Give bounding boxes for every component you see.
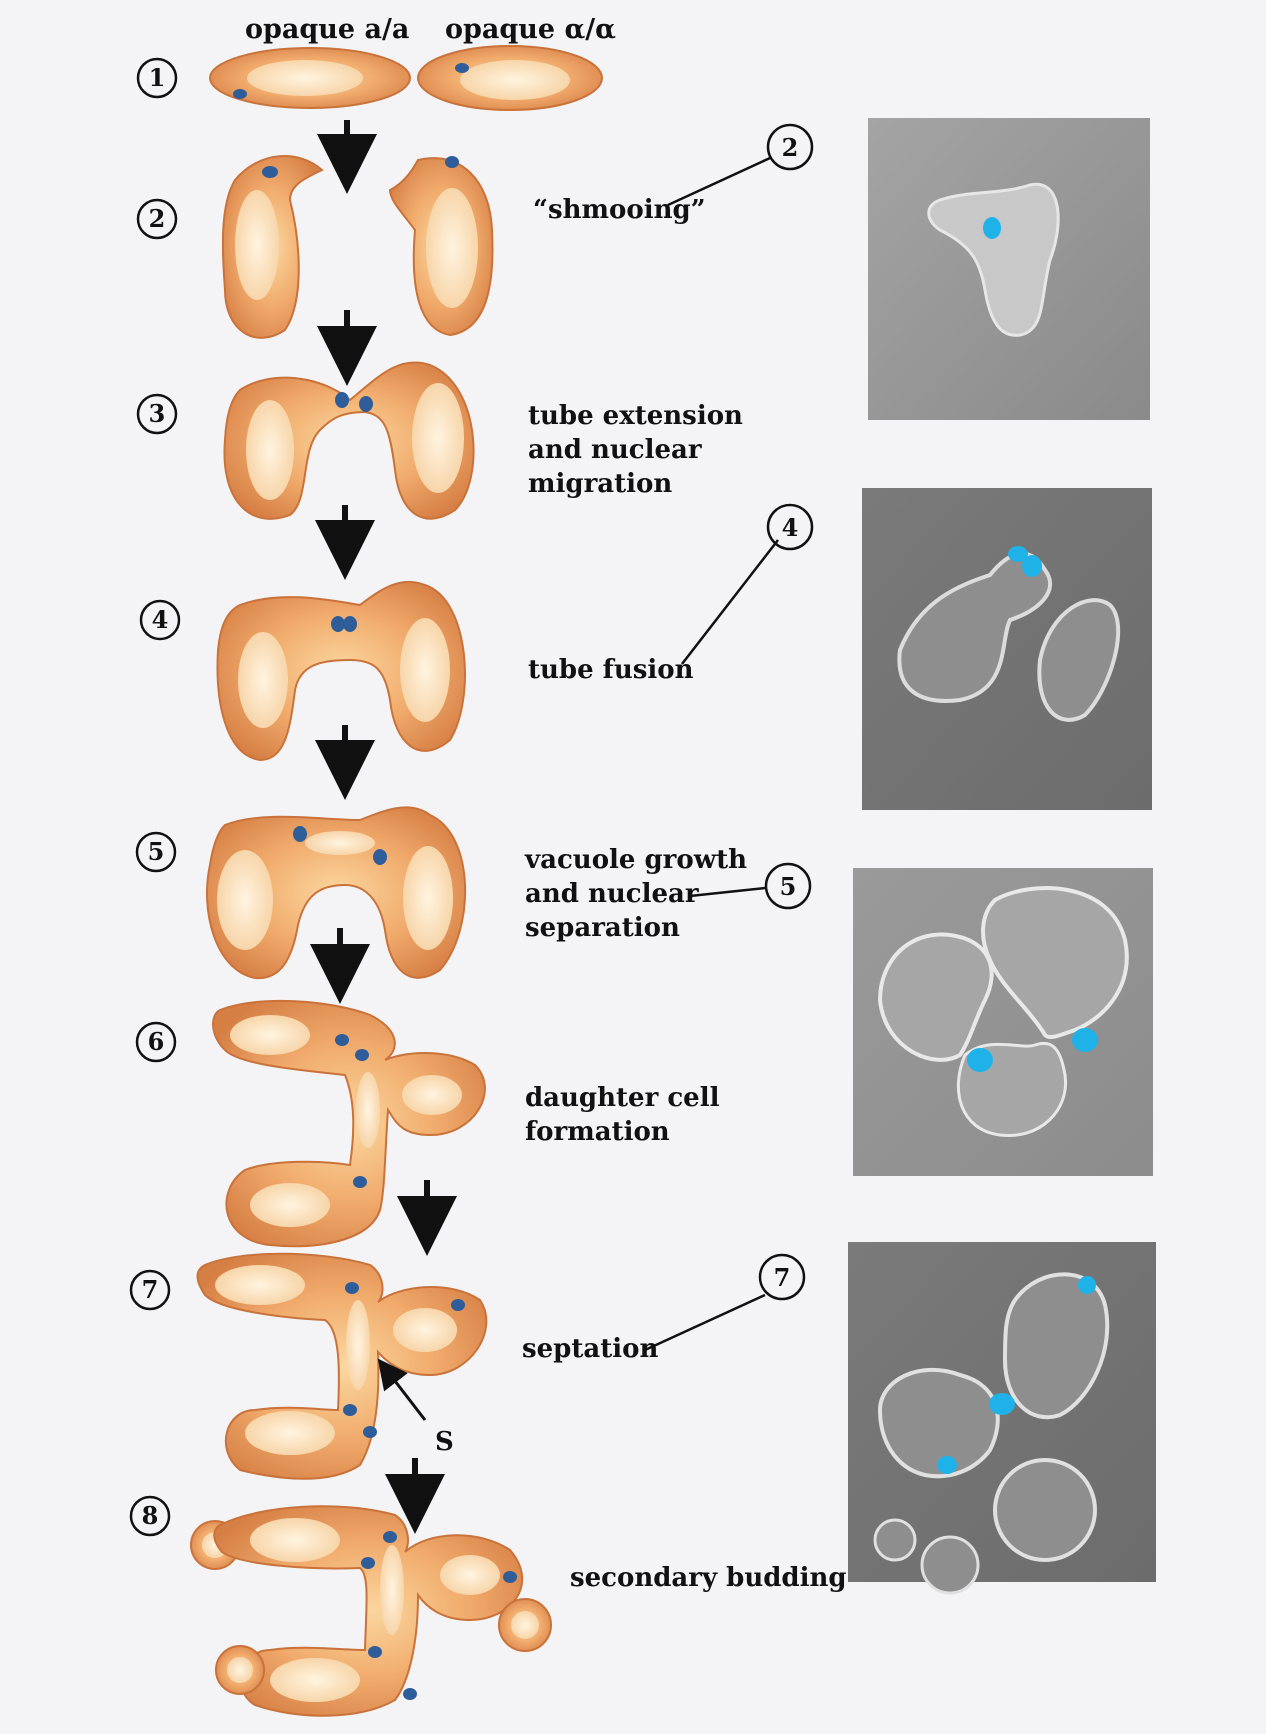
label-daughter-cell: daughter cell formation [525, 1083, 720, 1147]
nucleus-icon [403, 1688, 417, 1700]
stage-number-1: 1 [138, 59, 176, 97]
nucleus-icon [451, 1299, 465, 1311]
callout-4: 4 [682, 505, 812, 664]
header-opaque-alpha: opaque α/α [445, 14, 616, 45]
svg-text:separation: separation [525, 913, 680, 943]
micrograph-4-image [862, 488, 1152, 810]
svg-text:2: 2 [149, 204, 166, 233]
svg-text:2: 2 [782, 133, 799, 162]
svg-text:migration: migration [528, 469, 672, 499]
nucleus-icon [345, 1282, 359, 1294]
nucleus-icon [335, 392, 349, 408]
svg-text:3: 3 [149, 399, 166, 428]
svg-text:and nuclear: and nuclear [528, 435, 702, 465]
svg-text:tube extension: tube extension [528, 401, 743, 431]
stage5-cells [207, 807, 465, 978]
nucleus-icon [361, 1557, 375, 1569]
svg-text:4: 4 [782, 513, 799, 542]
svg-text:7: 7 [142, 1275, 159, 1304]
label-tube-fusion: tube fusion [528, 655, 694, 685]
nucleus-icon [293, 826, 307, 842]
stage-number-5: 5 [137, 833, 175, 871]
micrograph-2-image [868, 118, 1150, 420]
nucleus-icon [233, 89, 247, 99]
svg-text:vacuole growth: vacuole growth [524, 845, 747, 875]
svg-text:1: 1 [149, 63, 166, 92]
septum-label: S [435, 1427, 454, 1457]
stage8-cells [191, 1506, 551, 1715]
micrograph-5-image [853, 868, 1153, 1176]
svg-text:5: 5 [780, 872, 797, 901]
label-tube-extension: tube extension and nuclear migration [528, 401, 743, 499]
stage6-cells [213, 1001, 485, 1246]
nucleus-icon [262, 166, 278, 178]
nucleus-icon [335, 1034, 349, 1046]
svg-text:and nuclear: and nuclear [525, 879, 699, 909]
septum-arrow [385, 1368, 425, 1420]
nucleus-icon [353, 1176, 367, 1188]
nucleus-icon [455, 63, 469, 73]
label-septation: septation [522, 1334, 658, 1364]
svg-text:7: 7 [774, 1263, 791, 1292]
svg-text:8: 8 [142, 1501, 159, 1530]
stage-number-2: 2 [138, 200, 176, 238]
nucleus-icon [368, 1646, 382, 1658]
svg-text:daughter cell: daughter cell [525, 1083, 720, 1113]
nucleus-icon [359, 396, 373, 412]
stage-number-7: 7 [131, 1271, 169, 1309]
nucleus-icon [383, 1531, 397, 1543]
nucleus-icon [503, 1571, 517, 1583]
nucleus-icon [343, 1404, 357, 1416]
svg-text:6: 6 [148, 1027, 165, 1056]
callout-2: 2 [668, 125, 812, 205]
nucleus-icon [355, 1049, 369, 1061]
stage2-cells [223, 156, 493, 338]
nucleus-icon [331, 616, 345, 632]
svg-text:formation: formation [525, 1117, 670, 1147]
nucleus-icon [343, 616, 357, 632]
micrograph-7-image [848, 1242, 1156, 1593]
stage3-cells [224, 362, 473, 518]
header-opaque-a: opaque a/a [245, 14, 409, 45]
stage1-cells [210, 46, 602, 110]
stage-number-3: 3 [138, 395, 176, 433]
svg-text:4: 4 [152, 605, 169, 634]
nucleus-icon [363, 1426, 377, 1438]
svg-text:5: 5 [148, 837, 165, 866]
callout-7: 7 [645, 1255, 804, 1350]
nucleus-icon [373, 849, 387, 865]
stage-number-4: 4 [141, 601, 179, 639]
stage-number-8: 8 [131, 1497, 169, 1535]
nucleus-icon [445, 156, 459, 168]
stage4-cells [217, 582, 464, 760]
stage-number-6: 6 [137, 1023, 175, 1061]
label-secondary-budding: secondary budding [570, 1563, 847, 1593]
